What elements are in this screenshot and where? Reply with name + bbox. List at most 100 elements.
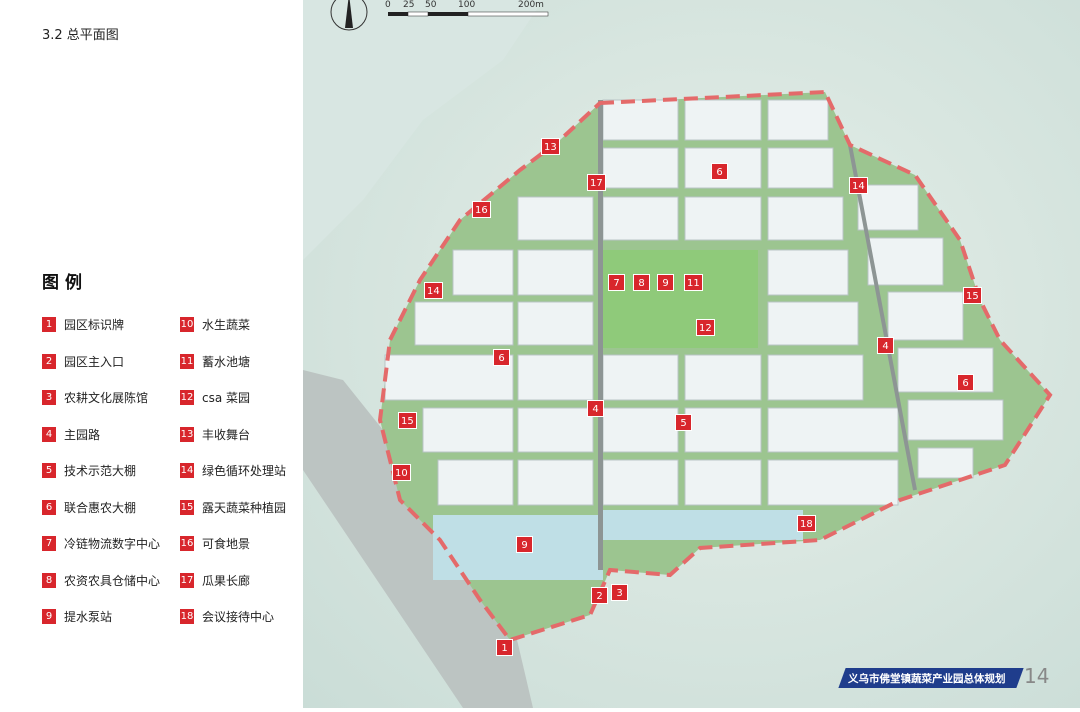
main-road (598, 100, 603, 570)
page-number: 14 (1024, 664, 1050, 688)
legend-number: 15 (180, 499, 194, 515)
map-marker: 4 (587, 400, 604, 417)
greenhouse-block (384, 354, 514, 401)
legend-number: 10 (180, 317, 194, 332)
map-marker: 6 (493, 349, 510, 366)
map-marker: 12 (696, 319, 715, 336)
legend-label: 露天蔬菜种植园 (202, 500, 287, 515)
map-marker: 9 (657, 274, 674, 291)
map-marker: 8 (633, 274, 650, 291)
legend-label: 水生蔬菜 (202, 318, 251, 332)
site-boundary (377, 89, 1053, 643)
road (303, 370, 533, 708)
greenhouse-block (602, 196, 679, 241)
legend-item: 16 可食地景 (180, 535, 250, 552)
legend-label: 蓄水池塘 (202, 354, 251, 369)
scale-tick: 0 (385, 0, 391, 10)
legend-number: 2 (42, 353, 56, 369)
greenhouse-block (867, 237, 944, 286)
greenhouse-block (684, 354, 762, 401)
legend-number: 3 (42, 390, 56, 405)
legend-number: 8 (42, 572, 56, 588)
legend-item: 18 会议接待中心 (180, 608, 274, 625)
greenhouse-block (767, 249, 849, 296)
legend-item: 2 园区主入口 (42, 353, 124, 370)
legend-number: 14 (180, 463, 194, 478)
legend-label: 冷链物流数字中心 (64, 537, 161, 551)
greenhouse-block (767, 147, 834, 189)
legend-label: 主园路 (64, 427, 101, 442)
legend-number: 7 (42, 536, 56, 551)
map-marker: 3 (611, 584, 628, 601)
greenhouse-block (517, 249, 594, 296)
legend-number: 13 (180, 426, 194, 442)
scale-tick: 25 (403, 0, 415, 10)
legend-item: 15 露天蔬菜种植园 (180, 499, 286, 516)
map-marker: 6 (711, 163, 728, 180)
scale-tick: 200m (518, 0, 544, 10)
greenhouse-block (517, 354, 594, 401)
greenhouse-block (422, 407, 514, 453)
greenhouse-block (684, 196, 762, 241)
greenhouse-block (602, 407, 679, 453)
legend-number: 11 (180, 353, 194, 369)
pond (603, 510, 803, 540)
legend-label: 园区标识牌 (64, 318, 125, 332)
legend-item: 11 蓄水池塘 (180, 353, 250, 370)
map-marker: 17 (587, 174, 606, 191)
greenhouse-block (767, 99, 829, 141)
map-marker: 15 (398, 412, 417, 429)
greenhouse-block (767, 196, 844, 241)
legend-number: 16 (180, 536, 194, 551)
greenhouse-block (602, 147, 679, 189)
map-marker: 14 (849, 177, 868, 194)
greenhouse-block (897, 347, 994, 393)
greenhouse-block (767, 301, 859, 346)
greenhouse-block (602, 354, 679, 401)
scale-tick: 50 (425, 0, 437, 10)
legend-number: 18 (180, 609, 194, 624)
legend-label: csa 菜园 (202, 391, 251, 405)
greenhouse-block (684, 99, 762, 141)
greenhouse-block (437, 459, 514, 506)
legend-number: 9 (42, 609, 56, 624)
legend-item: 10 水生蔬菜 (180, 316, 250, 333)
legend-number: 5 (42, 463, 56, 478)
legend-title: 图例 (42, 273, 88, 293)
legend-label: 提水泵站 (64, 610, 113, 624)
legend-label: 可食地景 (202, 537, 251, 551)
main-road (848, 144, 917, 491)
map-marker: 5 (675, 414, 692, 431)
greenhouse-block (907, 399, 1004, 441)
map-marker: 7 (608, 274, 625, 291)
map-marker: 6 (957, 374, 974, 391)
map-marker: 1 (496, 639, 513, 656)
greenhouse-block (517, 459, 594, 506)
map-marker: 16 (472, 201, 491, 218)
greenhouse-block (517, 301, 594, 346)
legend-label: 园区主入口 (64, 354, 125, 369)
map-marker: 13 (541, 138, 560, 155)
north-arrow (330, 0, 368, 31)
map-marker: 11 (684, 274, 703, 291)
map-marker: 4 (877, 337, 894, 354)
legend-label: 会议接待中心 (202, 610, 275, 624)
legend-number: 17 (180, 572, 194, 588)
greenhouse-block (517, 196, 594, 241)
river-area (303, 0, 543, 260)
greenhouse-block (917, 447, 974, 479)
map-marker: 18 (797, 515, 816, 532)
greenhouse-block (602, 459, 679, 506)
scale-bar (388, 11, 549, 17)
